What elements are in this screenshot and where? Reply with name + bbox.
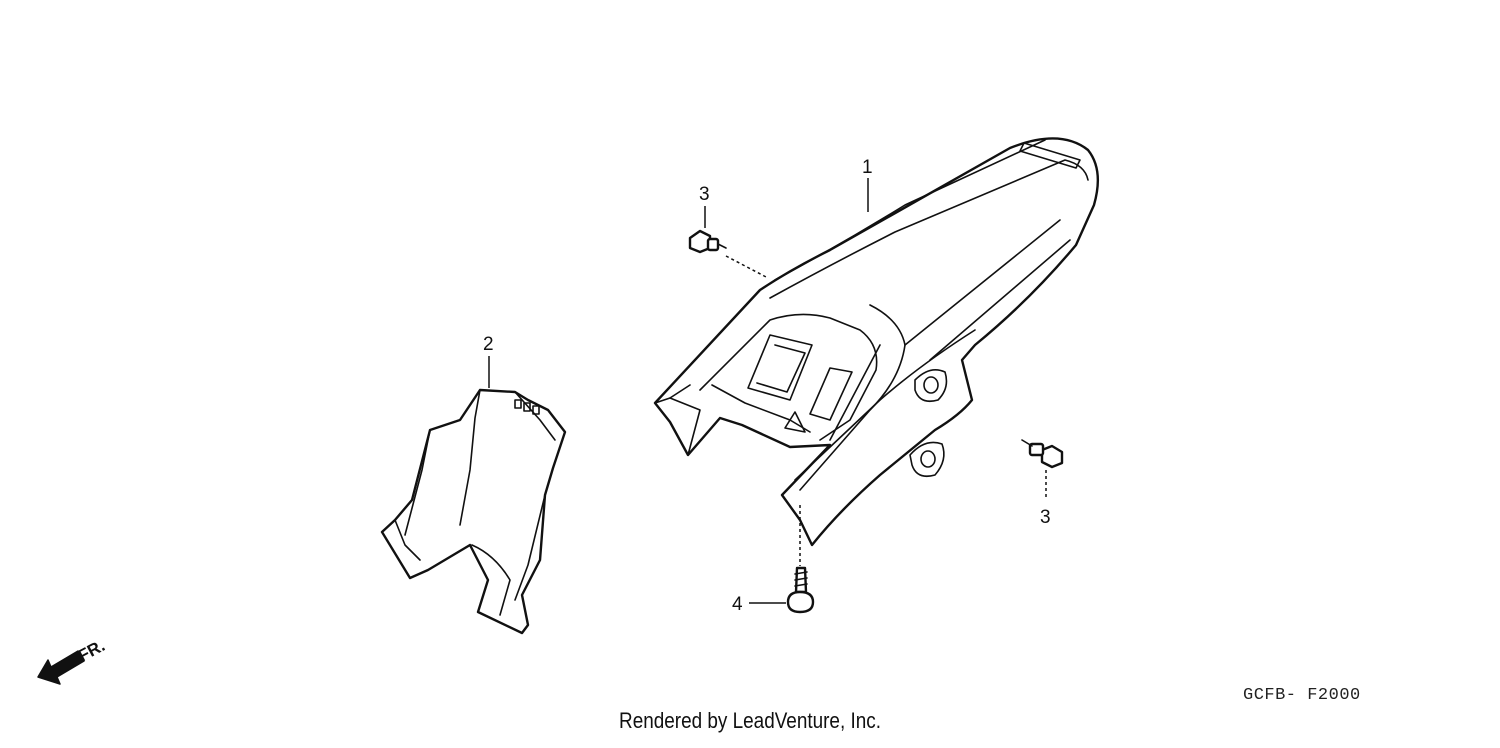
front-direction-indicator: FR. — [37, 636, 108, 685]
callout-part-2: 2 — [483, 334, 494, 355]
rear-fender-part-1[interactable] — [653, 137, 1100, 547]
callout-part-3-top: 3 — [699, 184, 710, 205]
callout-part-4: 4 — [732, 594, 743, 615]
callout-part-1: 1 — [862, 157, 873, 178]
screw-part-4[interactable] — [786, 566, 815, 614]
render-credit: Rendered by LeadVenture, Inc. — [619, 708, 881, 733]
bolt-part-3-top[interactable] — [688, 229, 727, 254]
bolt-part-3-right[interactable] — [1021, 439, 1064, 469]
leader-lines — [488, 178, 1047, 604]
splash-guard-part-2[interactable] — [380, 388, 567, 635]
front-arrow-icon — [37, 650, 85, 685]
callout-part-3-right: 3 — [1040, 507, 1051, 528]
diagram-reference-code: GCFB- F2000 — [1243, 686, 1361, 705]
